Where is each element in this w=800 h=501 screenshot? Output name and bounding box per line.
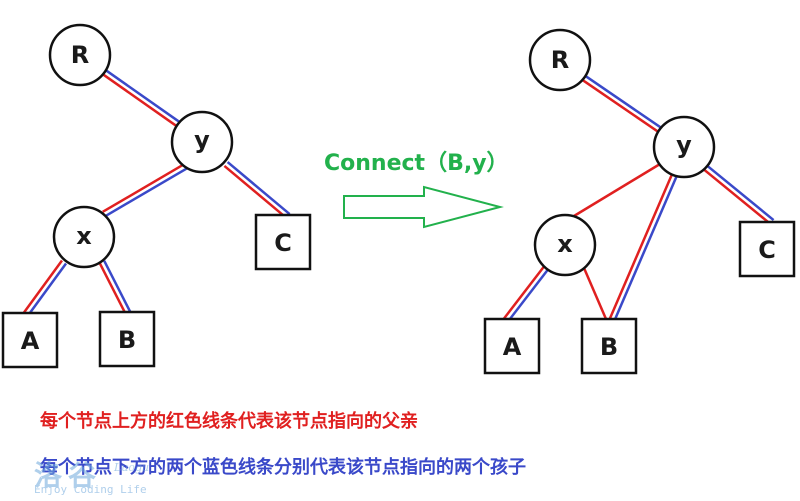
edge-layer bbox=[22, 68, 775, 323]
node-c-right-label: C bbox=[758, 236, 776, 264]
node-a-right-label: A bbox=[503, 333, 522, 361]
watermark-sub-text: Luogu bbox=[114, 461, 150, 474]
node-x-left bbox=[52, 205, 116, 269]
edge-y-b-right-parent-pointer bbox=[608, 174, 673, 320]
edge-y-x-left-child-pointer bbox=[104, 167, 188, 218]
transform-arrow bbox=[343, 185, 504, 229]
node-b-left bbox=[98, 310, 156, 368]
node-y-left bbox=[170, 110, 234, 174]
node-b-right-label: B bbox=[600, 333, 618, 361]
node-b-left-label: B bbox=[118, 326, 136, 354]
edge-r-y-right-parent-pointer bbox=[581, 79, 660, 134]
edge-r-y-right-child-pointer bbox=[584, 74, 663, 129]
node-r-left-label: R bbox=[71, 41, 89, 69]
edge-x-a-right-parent-pointer bbox=[503, 265, 546, 320]
node-r-right-label: R bbox=[551, 46, 569, 74]
edge-y-b-right-child-pointer bbox=[613, 176, 678, 322]
edge-y-c-right-child-pointer bbox=[706, 165, 775, 222]
node-c-left-label: C bbox=[274, 229, 292, 257]
edge-y-x-left-parent-pointer bbox=[102, 162, 186, 213]
node-c-right bbox=[738, 220, 796, 278]
luogu-watermark: 洛谷 Luogu Enjoy Coding Life bbox=[4, 452, 164, 498]
edge-r-y-left-child-pointer bbox=[104, 68, 181, 123]
operation-label: Connect（B,y） bbox=[324, 151, 509, 176]
edge-x-a-right-child-pointer bbox=[506, 268, 549, 323]
caption-parent-pointer: 每个节点上方的红色线条代表该节点指向的父亲 bbox=[40, 411, 418, 432]
edge-r-y-left-parent-pointer bbox=[101, 73, 178, 128]
watermark-slogan: Enjoy Coding Life bbox=[34, 483, 147, 496]
node-b-right bbox=[580, 317, 638, 375]
node-layer: R y x C A B R y x C A B bbox=[1, 23, 796, 375]
edge-y-c-left-child-pointer bbox=[226, 161, 291, 216]
edge-x-to-y-right-parent-pointer bbox=[573, 162, 661, 218]
node-r-right bbox=[528, 28, 592, 92]
edge-y-c-left-parent-pointer bbox=[223, 164, 288, 219]
edge-x-a-left-child-pointer bbox=[27, 262, 68, 317]
node-r-left bbox=[48, 23, 112, 87]
node-y-right bbox=[652, 115, 716, 179]
node-y-left-label: y bbox=[194, 126, 210, 154]
edge-y-c-right-parent-pointer bbox=[703, 168, 772, 225]
node-a-left-label: A bbox=[21, 327, 40, 355]
edge-b-to-x-right-parent-pointer bbox=[582, 267, 608, 320]
node-x-right-label: x bbox=[557, 230, 573, 258]
node-a-left bbox=[1, 311, 59, 369]
edge-x-a-left-parent-pointer bbox=[22, 259, 63, 314]
node-c-left bbox=[254, 213, 312, 271]
edge-x-b-left-child-pointer bbox=[103, 260, 132, 313]
node-x-left-label: x bbox=[76, 222, 92, 250]
edge-x-b-left-parent-pointer bbox=[98, 262, 127, 315]
node-a-right bbox=[483, 317, 541, 375]
caption-child-pointers: 每个节点下方的两个蓝色线条分别代表该节点指向的两个孩子 bbox=[40, 457, 526, 478]
node-x-right bbox=[533, 213, 597, 277]
node-y-right-label: y bbox=[676, 131, 692, 159]
watermark-logo-text: 洛谷 bbox=[34, 459, 103, 492]
